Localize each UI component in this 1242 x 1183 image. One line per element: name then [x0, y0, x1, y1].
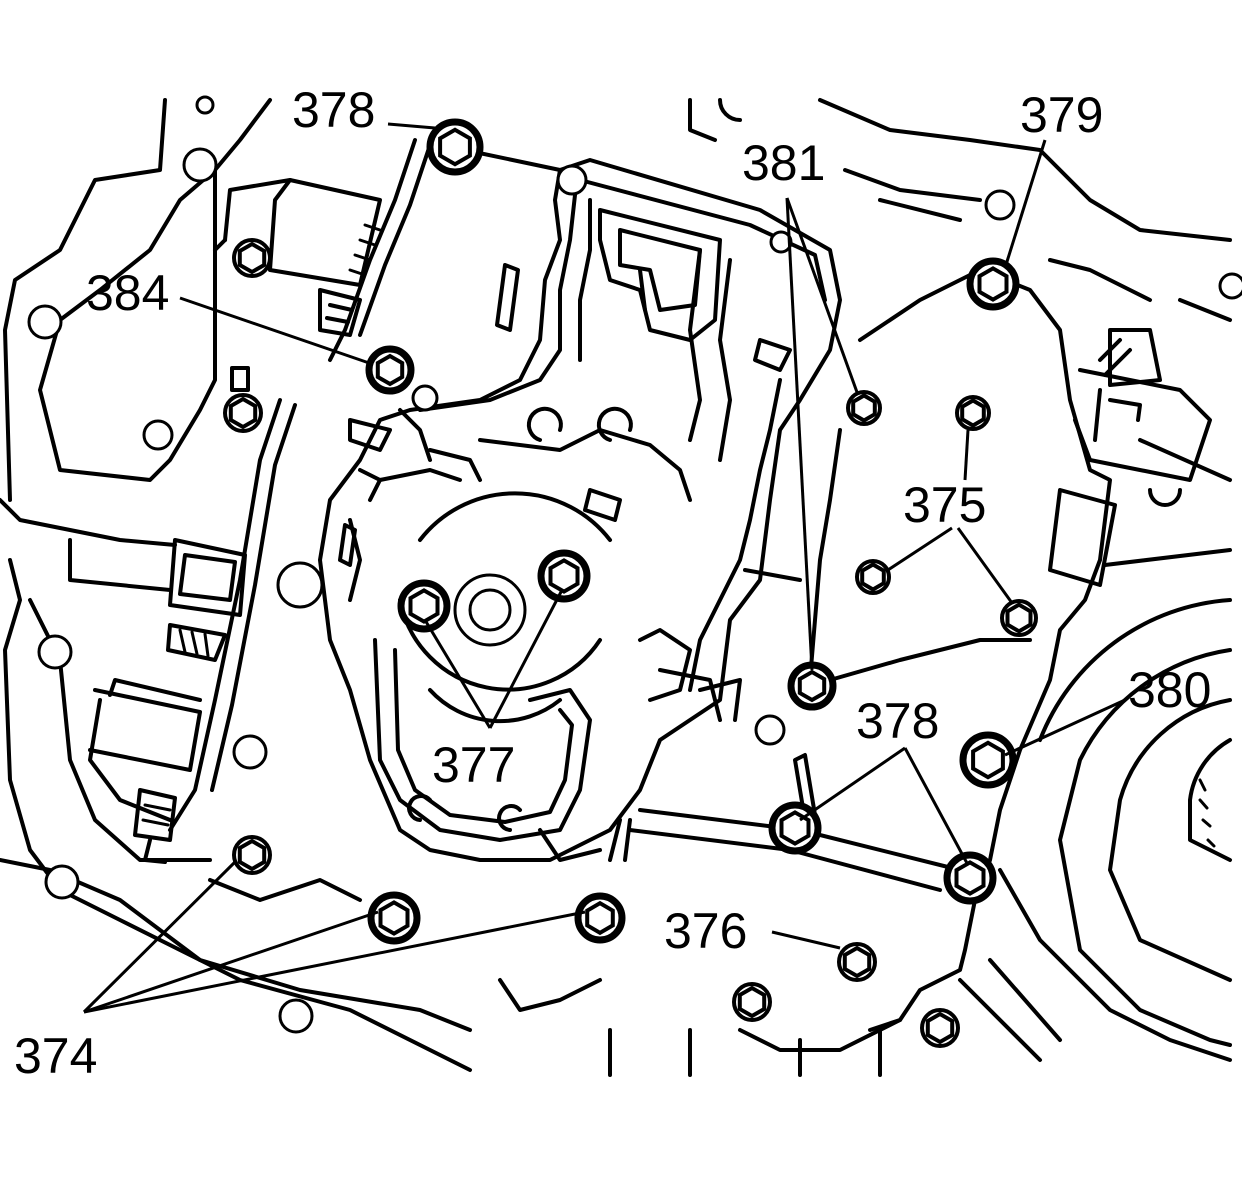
leader-375-a — [963, 429, 970, 481]
bolt-left-mid — [223, 393, 263, 433]
bolt-377-right — [537, 549, 591, 603]
bolt-375-left — [855, 559, 891, 595]
callouts: 378 384 381 379 375 377 378 380 376 374 — [14, 82, 1211, 1084]
converter-housing — [958, 598, 1232, 1062]
leader-375-b — [887, 526, 953, 572]
callout-376: 376 — [664, 903, 747, 959]
lower-plate — [628, 753, 977, 1032]
leader-374-b — [83, 910, 379, 1014]
callout-379: 379 — [1020, 87, 1103, 143]
callout-374: 374 — [14, 1028, 97, 1084]
callout-378-right: 378 — [856, 693, 939, 749]
leader-384 — [179, 296, 373, 366]
bolt-381-upper — [846, 390, 882, 426]
leader-381-b — [785, 197, 814, 671]
bolt-374-b — [367, 891, 421, 945]
right-solenoid — [1048, 258, 1232, 507]
case-holes — [27, 147, 1242, 1034]
callout-384: 384 — [86, 265, 169, 321]
leader-375-c — [956, 527, 1014, 604]
bolt-380 — [959, 731, 1017, 789]
bolt-376 — [837, 942, 877, 982]
leader-381-a — [785, 197, 860, 396]
bolt-384 — [365, 345, 415, 395]
leader-lines — [82, 122, 1126, 1014]
leader-378-right-b — [903, 747, 970, 866]
bolt-lower-mid — [732, 982, 772, 1022]
leader-378-top — [387, 122, 436, 130]
bolt-377-left — [397, 579, 451, 633]
bolt-378-top — [426, 118, 484, 176]
bolt-378-lower-right — [943, 851, 997, 905]
callout-375: 375 — [903, 477, 986, 533]
bolt-374-c — [574, 892, 626, 944]
leader-374-c — [83, 910, 586, 1014]
leader-376 — [771, 930, 841, 950]
bolt-left-upper — [232, 238, 272, 278]
valve-body — [318, 148, 842, 862]
callout-377: 377 — [432, 737, 515, 793]
leader-377-a — [423, 619, 492, 729]
callout-381: 381 — [742, 135, 825, 191]
bolt-375-top — [955, 395, 991, 431]
bolt-374-a — [232, 835, 272, 875]
bolt-375-right — [1000, 599, 1038, 637]
leader-378-right-a — [799, 746, 906, 822]
upper-left-solenoid — [213, 138, 432, 392]
bolt-lower-right — [920, 1008, 960, 1048]
upper-right-case — [688, 98, 1232, 242]
bolt-381-lower — [787, 661, 837, 711]
transmission-case — [0, 95, 902, 1077]
callout-380: 380 — [1128, 662, 1211, 718]
bolts — [223, 118, 1038, 1048]
bolt-379 — [966, 257, 1020, 311]
leader-379 — [1003, 139, 1047, 269]
left-wiring-harness — [88, 398, 297, 864]
leader-377-b — [488, 589, 564, 729]
leader-380 — [1004, 698, 1126, 757]
callout-378-top: 378 — [292, 82, 375, 138]
leader-374-a — [82, 860, 237, 1014]
